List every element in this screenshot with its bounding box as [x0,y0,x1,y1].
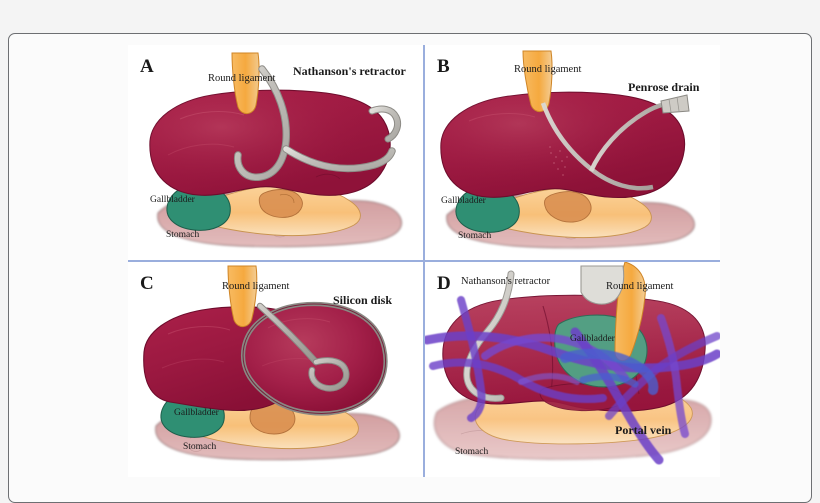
panel-b [425,45,720,260]
retractor-blade [580,265,625,305]
panel-b-penrose-drain-label: Penrose drain [628,80,700,94]
panel-b-round-ligament-label: Round ligament [514,64,582,75]
panel-letter-d: D [437,273,451,294]
portal-vein-network [425,296,720,465]
panel-letter-a: A [140,56,154,77]
panel-c-stomach-label: Stomach [183,442,217,452]
panel-letter-c: C [140,273,154,294]
panel-b-gallbladder-label: Gallbladder [441,196,486,206]
figure-root: A B C D Round ligament Nathanson's retra… [8,33,812,503]
panel-d [425,262,720,477]
liver-texture [549,146,568,176]
figure-canvas: A B C D Round ligament Nathanson's retra… [128,45,720,477]
panel-a-round-ligament-label: Round ligament [208,73,276,84]
panel-c-round-ligament-label: Round ligament [222,281,290,292]
panel-d-stomach-label: Stomach [455,447,489,457]
panel-d-gallbladder-label: Gallbladder [570,334,615,344]
panel-a [128,45,423,260]
panel-d-round-ligament-label: Round ligament [606,281,674,292]
round-ligament-shape [227,265,258,327]
round-ligament-shape [231,52,260,114]
penrose-drain-tail [660,94,690,114]
panel-a-gallbladder-label: Gallbladder [150,195,195,205]
panel-c [128,262,423,477]
panel-a-nathanson-retractor-label: Nathanson's retractor [293,64,406,78]
panel-b-stomach-label: Stomach [458,231,492,241]
panel-d-portal-vein-label: Portal vein [615,423,672,437]
panel-c-silicon-disk-label: Silicon disk [333,293,393,307]
panel-divider-horizontal [128,260,720,262]
panel-c-gallbladder-label: Gallbladder [174,408,219,418]
round-ligament-shape [522,50,553,112]
panel-a-stomach-label: Stomach [166,230,200,240]
panel-letter-b: B [437,56,450,77]
panel-d-nathanson-retractor-label: Nathanson's retractor [461,276,551,287]
